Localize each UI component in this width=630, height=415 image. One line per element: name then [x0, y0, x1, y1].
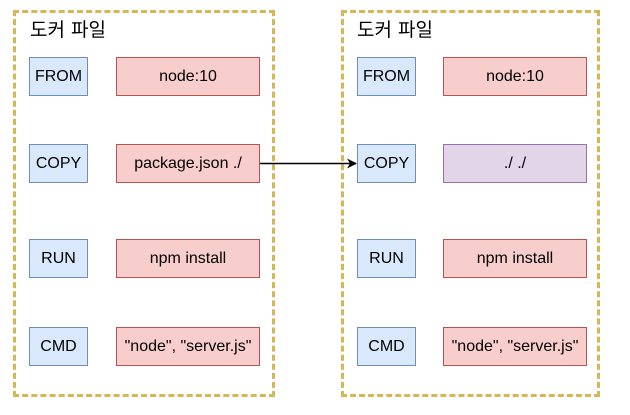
left-cmd-keyword: CMD [29, 327, 88, 366]
left-dockerfile-title: 도커 파일 [30, 19, 106, 41]
right-copy-value: ./ ./ [443, 144, 587, 183]
left-from-value: node:10 [116, 57, 260, 96]
left-copy-value: package.json ./ [116, 144, 260, 183]
right-from-value: node:10 [443, 57, 587, 96]
right-cmd-keyword: CMD [357, 327, 416, 366]
left-dockerfile-container [13, 10, 275, 397]
left-from-keyword: FROM [29, 57, 88, 96]
right-dockerfile-title: 도커 파일 [357, 19, 433, 41]
left-cmd-value: "node", "server.js" [116, 327, 260, 366]
right-from-keyword: FROM [357, 57, 416, 96]
right-run-value: npm install [443, 239, 587, 278]
right-copy-keyword: COPY [357, 144, 416, 183]
left-run-value: npm install [116, 239, 260, 278]
right-cmd-value: "node", "server.js" [443, 327, 587, 366]
right-run-keyword: RUN [357, 239, 416, 278]
left-copy-keyword: COPY [29, 144, 88, 183]
right-dockerfile-container [341, 10, 600, 397]
left-run-keyword: RUN [29, 239, 88, 278]
